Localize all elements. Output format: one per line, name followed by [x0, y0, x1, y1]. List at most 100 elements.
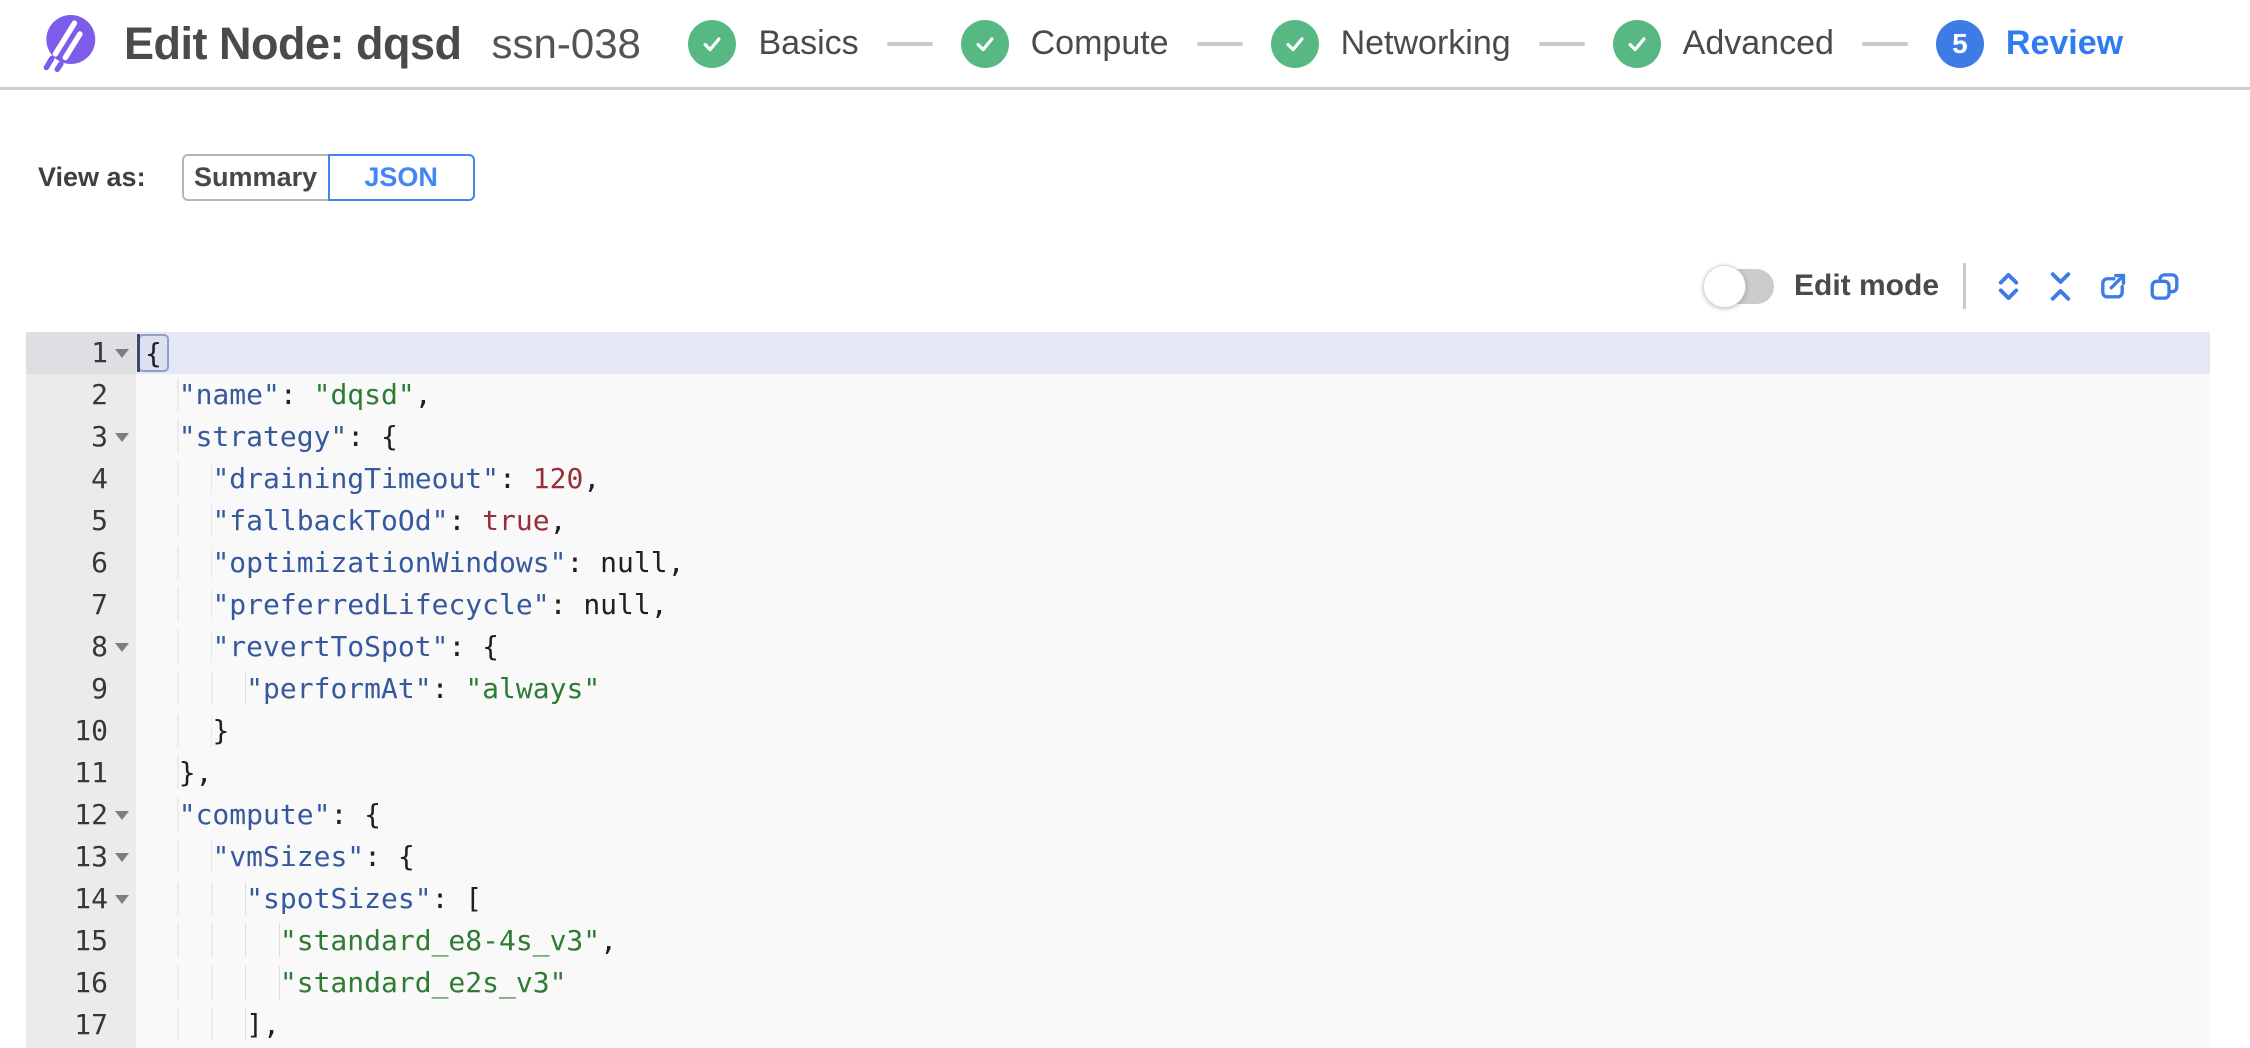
code-line[interactable]: },	[136, 752, 2210, 794]
editor-row: 3 "strategy": {	[26, 416, 2210, 458]
gutter-cell: 9	[26, 668, 136, 710]
fold-slot	[108, 962, 136, 1004]
code-token: ],	[246, 1008, 280, 1041]
fold-slot	[108, 668, 136, 710]
editor-row: 14 "spotSizes": [	[26, 878, 2210, 920]
step-label: Review	[2005, 24, 2124, 62]
line-number: 3	[91, 420, 108, 453]
code-line[interactable]: "standard_e8-4s_v3",	[136, 920, 2210, 962]
stepper-step-networking[interactable]: Networking	[1270, 19, 1511, 68]
code-line[interactable]: {	[136, 332, 2210, 374]
code-line[interactable]: "preferredLifecycle": null,	[136, 584, 2210, 626]
fold-toggle-icon[interactable]	[115, 642, 129, 652]
gutter-cell: 13	[26, 836, 136, 878]
gutter-cell: 6	[26, 542, 136, 584]
fold-slot	[108, 794, 136, 836]
gutter-cell: 7	[26, 584, 136, 626]
code-token: "standard_e2s_v3"	[279, 966, 567, 999]
code-token: ,	[600, 924, 618, 957]
code-line[interactable]: "fallbackToOd": true,	[136, 500, 2210, 542]
code-token: "compute"	[178, 798, 331, 831]
code-token: null	[600, 546, 668, 579]
code-token	[145, 672, 247, 705]
code-token: :	[549, 588, 584, 621]
fold-toggle-icon[interactable]	[115, 852, 129, 862]
code-token: },	[178, 756, 213, 789]
copy-icon[interactable]	[2138, 262, 2190, 310]
line-number: 6	[91, 546, 108, 579]
code-line[interactable]: }	[136, 710, 2210, 752]
code-line[interactable]: "drainingTimeout": 120,	[136, 458, 2210, 500]
json-view-button[interactable]: JSON	[327, 153, 475, 201]
fold-slot	[108, 458, 136, 500]
fold-slot	[108, 1004, 136, 1046]
code-token: "name"	[178, 378, 280, 411]
gutter-cell: 3	[26, 416, 136, 458]
stepper-connector	[1861, 41, 1908, 46]
code-token: : {	[448, 630, 500, 663]
editor-gutter	[26, 332, 136, 1048]
code-line[interactable]: "strategy": {	[136, 416, 2210, 458]
code-token	[145, 504, 213, 537]
code-line[interactable]: "optimizationWindows": null,	[136, 542, 2210, 584]
stepper-step-compute[interactable]: Compute	[960, 19, 1169, 68]
code-token: :	[566, 546, 601, 579]
gutter-cell: 1	[26, 332, 136, 374]
code-token	[145, 840, 213, 873]
code-token: : {	[330, 798, 382, 831]
edit-mode-toggle[interactable]	[1703, 264, 1774, 308]
editor-row: 13 "vmSizes": {	[26, 836, 2210, 878]
step-check-icon	[1270, 19, 1319, 68]
code-token	[145, 1008, 247, 1041]
text-cursor	[137, 334, 140, 372]
collapse-all-icon[interactable]	[2034, 262, 2086, 310]
code-line[interactable]: "revertToSpot": {	[136, 626, 2210, 668]
fold-slot	[108, 626, 136, 668]
code-line[interactable]: "vmSizes": {	[136, 836, 2210, 878]
code-line[interactable]: "spotSizes": [	[136, 878, 2210, 920]
code-token	[145, 798, 179, 831]
line-number: 4	[91, 462, 108, 495]
code-token: 120	[532, 462, 584, 495]
editor-row: 1{	[26, 332, 2210, 374]
fold-slot	[108, 416, 136, 458]
code-token: ,	[667, 546, 685, 579]
code-token	[145, 630, 213, 663]
code-token: :	[279, 378, 314, 411]
fold-toggle-icon[interactable]	[115, 348, 129, 358]
line-number: 5	[91, 504, 108, 537]
expand-all-icon[interactable]	[1982, 262, 2034, 310]
fold-slot	[108, 836, 136, 878]
code-token: "dqsd"	[313, 378, 415, 411]
fold-toggle-icon[interactable]	[115, 894, 129, 904]
toolbar-divider	[1963, 263, 1967, 309]
fold-toggle-icon[interactable]	[115, 432, 129, 442]
code-token: :	[448, 504, 483, 537]
editor-row: 4 "drainingTimeout": 120,	[26, 458, 2210, 500]
summary-view-button[interactable]: Summary	[181, 153, 330, 201]
code-token: ,	[583, 462, 601, 495]
view-as-label: View as:	[38, 161, 146, 192]
fold-slot	[108, 374, 136, 416]
stepper-step-advanced[interactable]: Advanced	[1612, 19, 1834, 68]
code-token	[145, 966, 280, 999]
line-number: 1	[91, 336, 108, 369]
toggle-knob	[1703, 264, 1746, 308]
fold-toggle-icon[interactable]	[115, 810, 129, 820]
code-line[interactable]: "standard_e2s_v3"	[136, 962, 2210, 1004]
line-number: 13	[74, 840, 108, 873]
export-icon[interactable]	[2086, 262, 2138, 310]
stepper-step-basics[interactable]: Basics	[688, 19, 859, 68]
editor-toolbar: Edit mode	[1703, 262, 2190, 310]
step-check-icon	[1612, 19, 1661, 68]
code-line[interactable]: "compute": {	[136, 794, 2210, 836]
code-line[interactable]: ],	[136, 1004, 2210, 1046]
editor-row: 11 },	[26, 752, 2210, 794]
code-line[interactable]: "performAt": "always"	[136, 668, 2210, 710]
code-token	[145, 756, 179, 789]
matched-bracket: {	[137, 334, 169, 372]
code-token: : [	[431, 882, 483, 915]
code-line[interactable]: "name": "dqsd",	[136, 374, 2210, 416]
